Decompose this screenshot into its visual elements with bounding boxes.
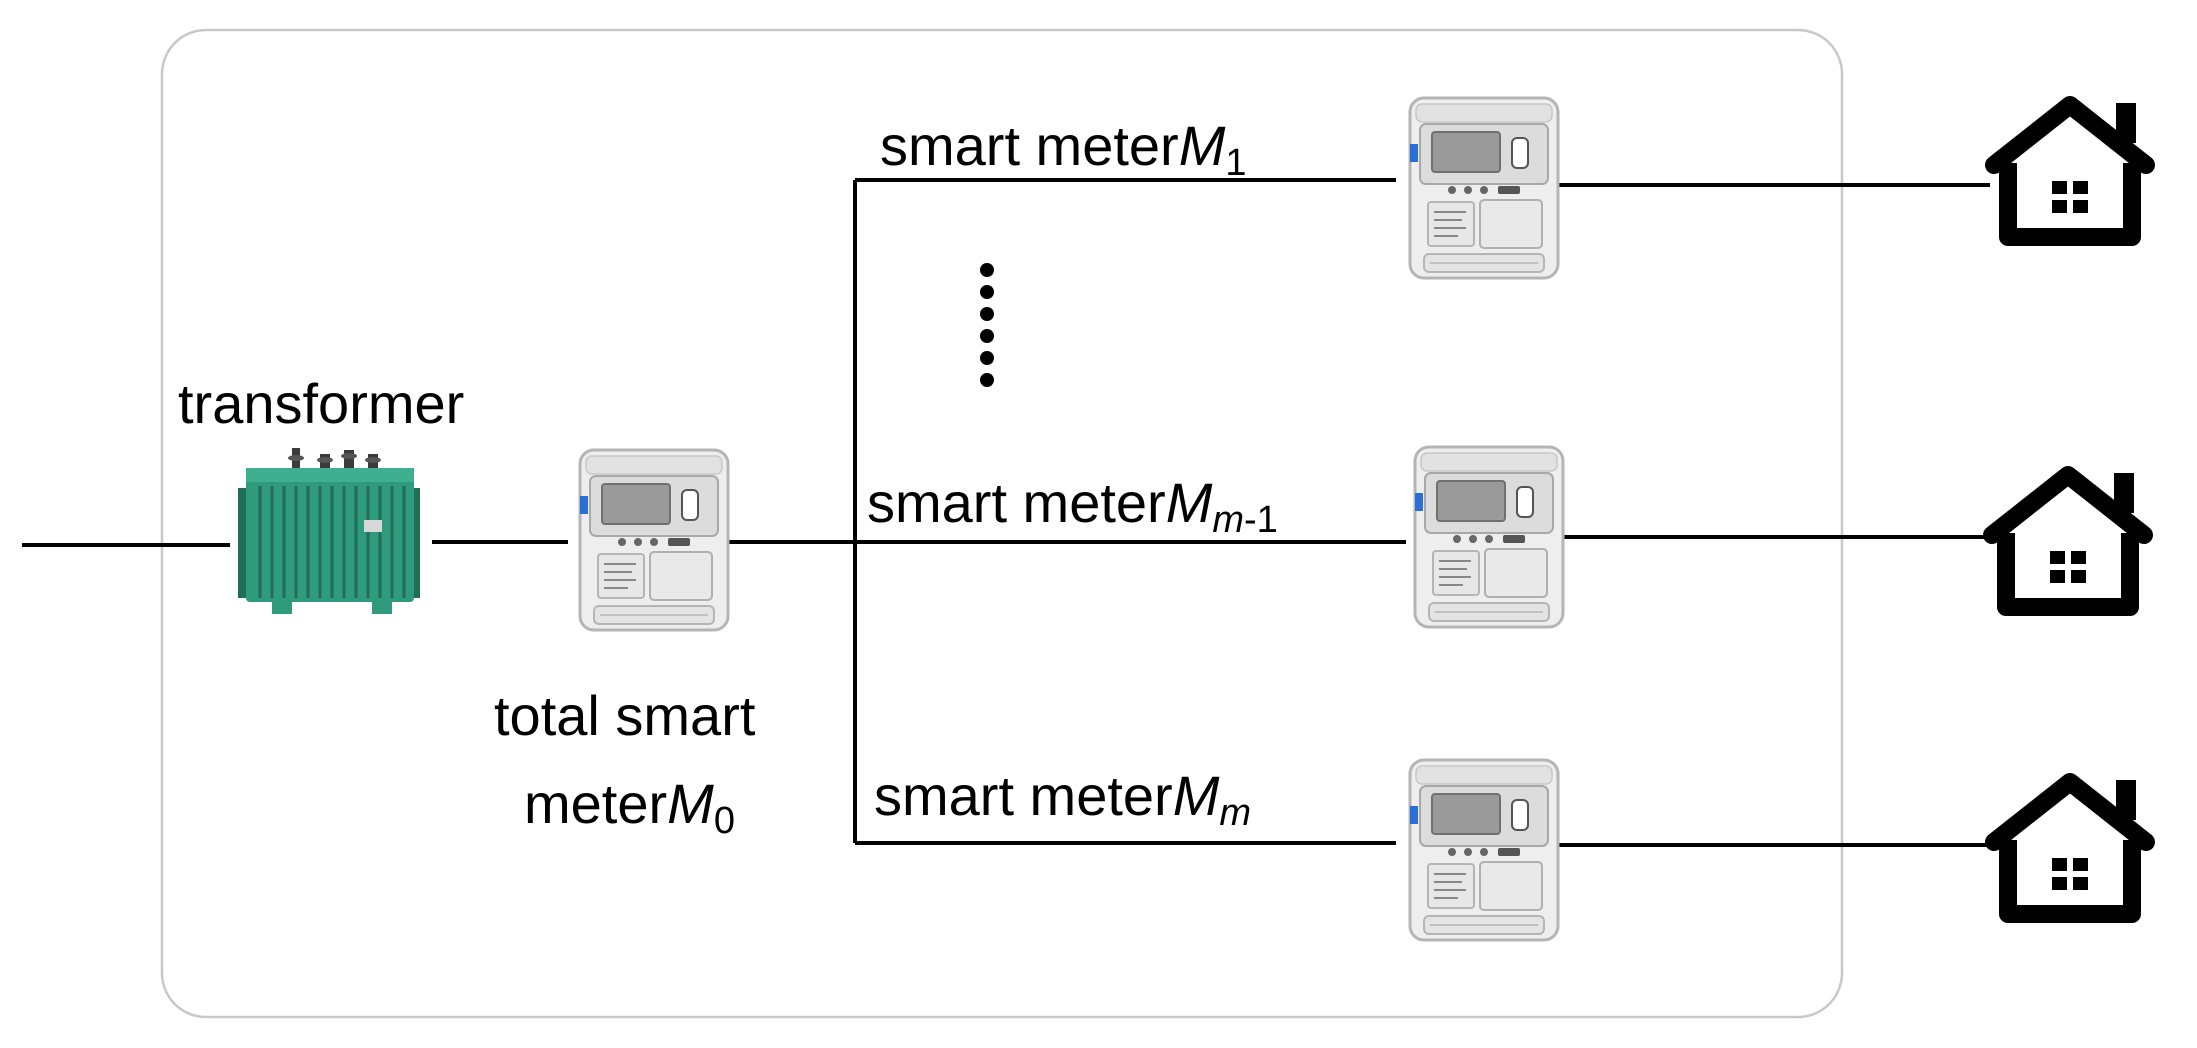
house-icon	[1992, 473, 2144, 607]
total-smart-meter-icon	[578, 448, 730, 632]
house-icon	[1994, 103, 2146, 237]
meter-mm1-label: smart meterMm-1	[867, 471, 1278, 541]
total-meter-label-line1: total smart	[494, 684, 756, 747]
wiring	[22, 178, 1990, 847]
smart-meter-m1-icon	[1408, 96, 1560, 280]
transformer-icon	[238, 448, 420, 614]
transformer-label: transformer	[178, 372, 464, 435]
house-icon	[1994, 780, 2146, 914]
smart-meter-mm-icon	[1408, 758, 1560, 942]
smart-meter-mm1-icon	[1413, 445, 1565, 629]
total-meter-label-line2: meterM0	[524, 772, 735, 842]
meter-mm-label: smart meterMm	[874, 764, 1251, 834]
vertical-ellipsis-icon	[980, 263, 994, 387]
meter-m1-label: smart meterM1	[880, 114, 1247, 184]
substation-frame	[160, 28, 1844, 1019]
